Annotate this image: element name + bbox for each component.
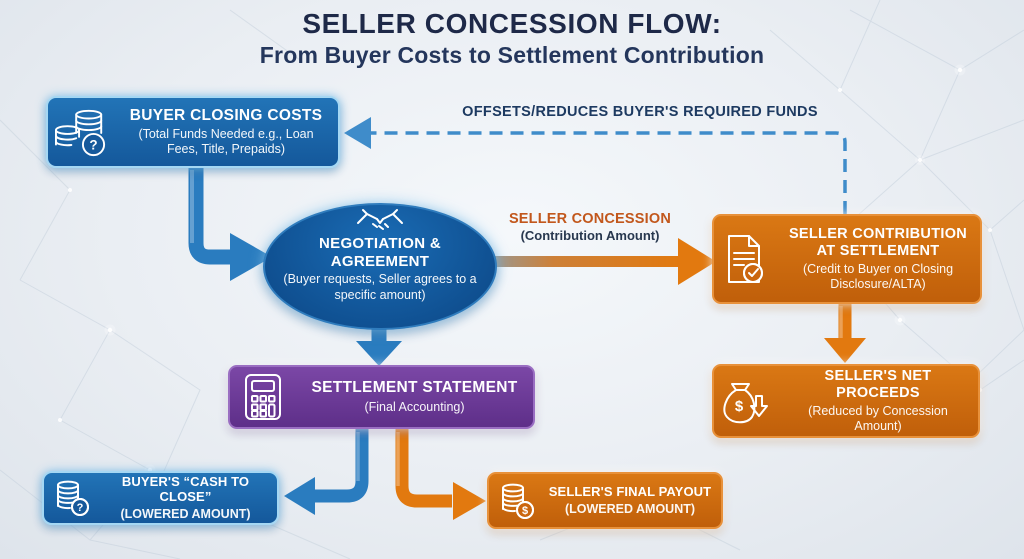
node-cash-to-close: ? BUYER'S “CASH TO CLOSE” (LOWERED AMOUN… <box>42 471 279 525</box>
node-net-proceeds: $ SELLER'S NET PROCEEDS (Reduced by Conc… <box>712 364 980 438</box>
node-title: NEGOTIATION & AGREEMENT <box>319 235 441 270</box>
node-subtitle: (Final Accounting) <box>364 399 465 414</box>
node-subtitle: (LOWERED AMOUNT) <box>564 501 696 516</box>
arrow-settlement-to-payout <box>395 429 486 520</box>
svg-text:$: $ <box>735 398 744 415</box>
node-final-payout: $ SELLER'S FINAL PAYOUT (LOWERED AMOUNT) <box>487 472 723 529</box>
coins-question-icon: ? <box>50 479 94 517</box>
svg-text:$: $ <box>522 505 528 517</box>
arrow-contribution-to-proceeds <box>824 304 866 363</box>
calculator-icon <box>230 372 296 422</box>
seller-concession-title: SELLER CONCESSION <box>508 211 672 227</box>
node-title: BUYER'S “CASH TO CLOSE” <box>121 474 250 505</box>
node-subtitle: (Credit to Buyer on Closing Disclosure/A… <box>802 261 954 292</box>
page-subtitle: From Buyer Costs to Settlement Contribut… <box>259 42 765 68</box>
svg-text:?: ? <box>89 137 97 152</box>
node-subtitle: (Total Funds Needed e.g., Loan Fees, Tit… <box>138 126 314 157</box>
node-subtitle: (Reduced by Concession Amount) <box>808 403 948 434</box>
money-bag-down-icon: $ <box>714 376 778 426</box>
seller-concession-label: SELLER CONCESSION (Contribution Amount) <box>494 211 686 243</box>
header: SELLER CONCESSION FLOW: From Buyer Costs… <box>0 8 1024 69</box>
document-check-icon <box>714 233 776 285</box>
arrow-settlement-to-cash <box>284 429 369 515</box>
node-title: BUYER CLOSING COSTS <box>129 106 323 124</box>
dashed-offset-arrow <box>344 117 847 214</box>
node-title: SETTLEMENT STATEMENT <box>311 379 518 397</box>
contribution-amount-subtitle: (Contribution Amount) <box>520 228 660 243</box>
arrow-costs-to-negotiation <box>188 166 272 281</box>
node-buyer-closing-costs: ? BUYER CLOSING COSTS (Total Funds Neede… <box>46 96 340 168</box>
arrow-negotiation-to-contribution <box>468 238 716 285</box>
node-subtitle: (LOWERED AMOUNT) <box>120 506 251 521</box>
coins-question-icon: ? <box>48 106 114 158</box>
page-title: SELLER CONCESSION FLOW: <box>302 8 722 39</box>
node-title: SELLER CONTRIBUTION AT SETTLEMENT <box>788 225 968 259</box>
svg-text:?: ? <box>77 502 84 514</box>
node-seller-contribution: SELLER CONTRIBUTION AT SETTLEMENT (Credi… <box>712 214 982 304</box>
node-settlement-statement: SETTLEMENT STATEMENT (Final Accounting) <box>228 365 535 429</box>
offsets-reduces-label: OFFSETS/REDUCES BUYER'S REQUIRED FUNDS <box>462 104 818 120</box>
node-negotiation-agreement: NEGOTIATION & AGREEMENT (Buyer requests,… <box>263 203 497 330</box>
handshake-icon <box>354 205 406 235</box>
node-subtitle: (Buyer requests, Seller agrees to a spec… <box>283 272 477 302</box>
node-title: SELLER'S NET PROCEEDS <box>824 367 932 401</box>
coins-dollar-icon: $ <box>495 482 539 520</box>
node-title: SELLER'S FINAL PAYOUT <box>548 484 712 500</box>
